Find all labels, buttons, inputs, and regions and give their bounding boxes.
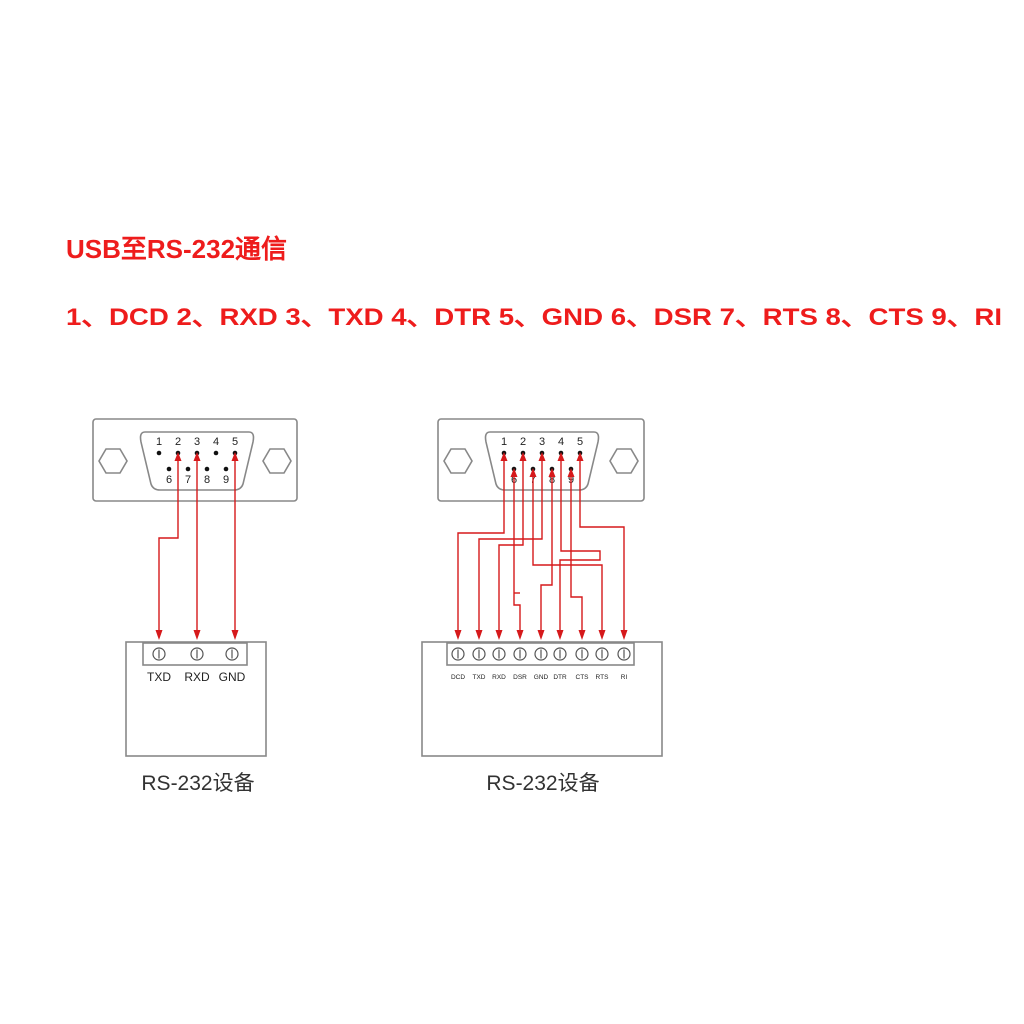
pin-dot (223, 466, 229, 472)
screw-terminal-icon (617, 647, 631, 661)
wire-dtr (559, 458, 601, 632)
screw-terminal-icon (225, 647, 239, 661)
pin-number: 8 (204, 474, 210, 486)
arrow-down (537, 630, 545, 640)
arrow-down (155, 630, 163, 640)
pin-dot (185, 466, 191, 472)
pin-number: 1 (156, 436, 162, 448)
right-terminal-screws (451, 647, 631, 661)
wire-dsr (513, 474, 521, 632)
arrow-down (193, 630, 201, 640)
pin-number: 1 (501, 436, 507, 448)
right-wiring (454, 452, 628, 640)
terminal-label-dcd: DCD (451, 674, 465, 681)
pin-dot (156, 450, 162, 456)
arrow-down (475, 630, 483, 640)
pinout-legend: 1、DCD 2、RXD 3、TXD 4、DTR 5、GND 6、DSR 7、RT… (66, 304, 1002, 331)
left-pin-numbers-top: 1 2 3 4 5 (156, 436, 238, 448)
terminal-label-rts: RTS (596, 674, 610, 681)
screw-terminal-icon (534, 647, 548, 661)
pin-number: 3 (194, 436, 200, 448)
pin-number: 2 (520, 436, 526, 448)
arrow-down (598, 630, 606, 640)
terminal-label-rxd: RXD (492, 674, 506, 681)
right-pin-numbers-top: 1 2 3 4 5 (501, 436, 583, 448)
diagram-title: USB至RS-232通信 (66, 234, 287, 264)
wire-rts (532, 474, 603, 632)
arrow-down (556, 630, 564, 640)
screw-terminal-icon (472, 647, 486, 661)
right-rs232-device: DCD TXD RXD DSR GND DTR CTS RTS RI (421, 641, 663, 757)
screw-terminal-icon (492, 647, 506, 661)
pin-number: 7 (185, 474, 191, 486)
arrow-up (548, 468, 556, 477)
wire-ri (570, 474, 583, 632)
pin-dot (204, 466, 210, 472)
pin-number: 4 (213, 436, 219, 448)
terminal-label-gnd: GND (219, 670, 246, 684)
terminal-label-rxd: RXD (184, 670, 210, 684)
arrow-up (231, 452, 239, 461)
terminal-label-gnd: GND (534, 674, 549, 681)
terminal-label-ri: RI (621, 674, 628, 681)
arrow-down (495, 630, 503, 640)
arrow-up (529, 468, 537, 477)
screw-terminal-icon (513, 647, 527, 661)
wire-gnd (579, 458, 625, 632)
left-pin-numbers-bottom: 6 7 8 9 (166, 474, 229, 486)
left-rs232-device: TXD RXD GND (125, 641, 267, 757)
pin-number: 5 (232, 436, 238, 448)
left-pin-dots (156, 450, 238, 472)
arrow-down (454, 630, 462, 640)
screw-terminal-icon (595, 647, 609, 661)
arrow-down (231, 630, 239, 640)
terminal-label-txd: TXD (473, 674, 486, 681)
arrow-up (519, 452, 527, 461)
terminal-label-dsr: DSR (513, 674, 527, 681)
arrow-down (620, 630, 628, 640)
wire-cts (540, 474, 553, 632)
pin-number: 4 (558, 436, 564, 448)
left-device-label: RS-232设备 (141, 772, 254, 795)
pin-dot (166, 466, 172, 472)
hex-nut-icon (443, 448, 473, 474)
arrow-up (538, 452, 546, 461)
hex-nut-icon (98, 448, 128, 474)
wire-pin2-to-txd (158, 458, 179, 632)
wire-dcd (457, 458, 505, 632)
screw-terminal-icon (451, 647, 465, 661)
terminal-label-cts: CTS (576, 674, 590, 681)
screw-terminal-icon (152, 647, 166, 661)
left-wiring (155, 452, 239, 640)
hex-nut-icon (609, 448, 639, 474)
arrow-down (578, 630, 586, 640)
terminal-label-txd: TXD (147, 670, 171, 684)
wire-txd (478, 458, 543, 632)
pin-number: 2 (175, 436, 181, 448)
terminal-label-dtr: DTR (553, 674, 567, 681)
arrow-up (500, 452, 508, 461)
screw-terminal-icon (553, 647, 567, 661)
arrow-up (567, 468, 575, 477)
arrow-up (576, 452, 584, 461)
screw-terminal-icon (575, 647, 589, 661)
pin-number: 6 (166, 474, 172, 486)
arrow-up (174, 452, 182, 461)
pin-number: 5 (577, 436, 583, 448)
wire-rxd (498, 458, 524, 632)
screw-terminal-icon (190, 647, 204, 661)
right-device-label: RS-232设备 (486, 772, 599, 795)
arrow-down (516, 630, 524, 640)
pin-dot (213, 450, 219, 456)
arrow-up (193, 452, 201, 461)
arrow-up (510, 468, 518, 477)
pin-number: 3 (539, 436, 545, 448)
arrow-up (557, 452, 565, 461)
right-terminal-labels: DCD TXD RXD DSR GND DTR CTS RTS RI (451, 674, 627, 681)
hex-nut-icon (262, 448, 292, 474)
pin-number: 9 (223, 474, 229, 486)
